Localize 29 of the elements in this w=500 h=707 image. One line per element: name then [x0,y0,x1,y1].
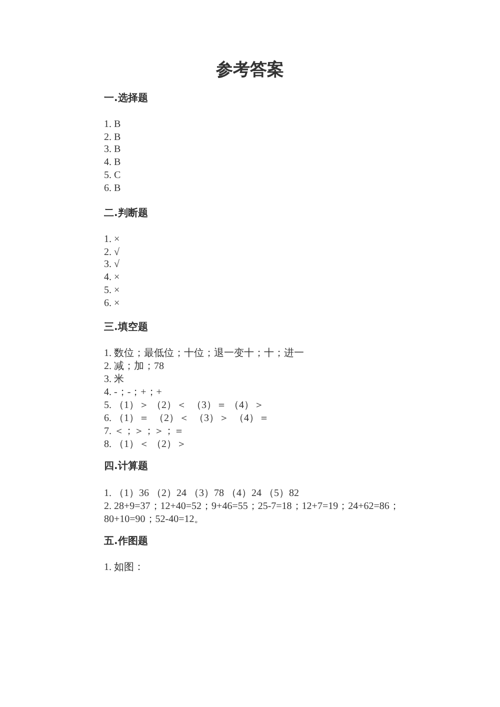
answer-line: 5. × [104,284,121,297]
answer-line: 1. 数位；最低位；十位；退一变十；十；进一 [104,347,305,360]
section-heading: 五.作图题 [104,535,149,548]
answer-line: 5. （1）＞ （2）＜ （3）＝ （4）＞ [104,399,265,412]
answer-line: 3. B [104,143,122,156]
answer-line: 8. （1）＜ （2）＞ [104,438,188,451]
answer-line: 7. ＜；＞；＞；＝ [104,425,185,438]
answer-line: 2. B [104,131,122,144]
answer-line: 1. （1）36 （2）24 （3）78 （4）24 （5）82 [104,487,300,500]
answer-line: 6. （1）＝ （2）＜ （3）＞ （4）＝ [104,412,270,425]
answer-line: 6. × [104,297,121,310]
answer-line: 4. -；-；+；+ [104,386,163,399]
answer-line: 1. B [104,118,122,131]
page-title: 参考答案 [215,59,285,81]
section-heading: 二.判断题 [104,207,149,220]
answer-line: 6. B [104,182,122,195]
answer-line: 1. × [104,233,121,246]
section-heading: 一.选择题 [104,92,149,105]
answer-line: 4. B [104,156,122,169]
answer-line: 3. 米 [104,373,125,386]
section-heading: 三.填空题 [104,321,149,334]
answer-line: 1. 如图： [104,561,145,574]
answer-line: 3. √ [104,258,120,271]
answer-line: 4. × [104,271,121,284]
answer-line: 5. C [104,169,122,182]
answer-line: 2. 28+9=37；12+40=52；9+46=55；25-7=18；12+7=19；24+62=86；80+10=90；52-40=12。 [104,500,400,526]
answer-line: 2. 减；加；78 [104,360,165,373]
answer-line: 2. √ [104,246,120,259]
section-heading: 四.计算题 [104,460,149,473]
